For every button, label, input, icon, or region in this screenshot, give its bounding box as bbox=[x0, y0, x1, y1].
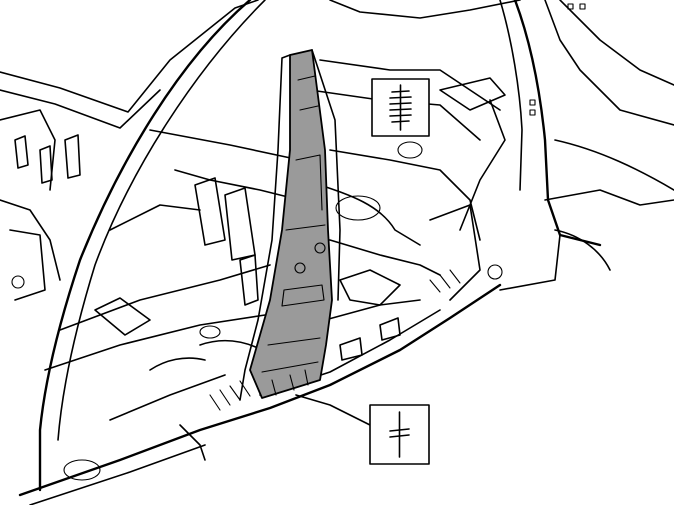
multi-cut-lines-icon bbox=[389, 84, 412, 131]
single-cut-line-icon bbox=[389, 411, 410, 458]
b-pillar-front-edge bbox=[311, 49, 341, 301]
b-pillar-reinforcement bbox=[249, 49, 333, 399]
callout-line bbox=[295, 394, 371, 426]
b-pillar-outer-flange bbox=[239, 54, 291, 401]
sectioning-symbol bbox=[371, 78, 430, 137]
cut-location-symbol bbox=[369, 404, 430, 465]
